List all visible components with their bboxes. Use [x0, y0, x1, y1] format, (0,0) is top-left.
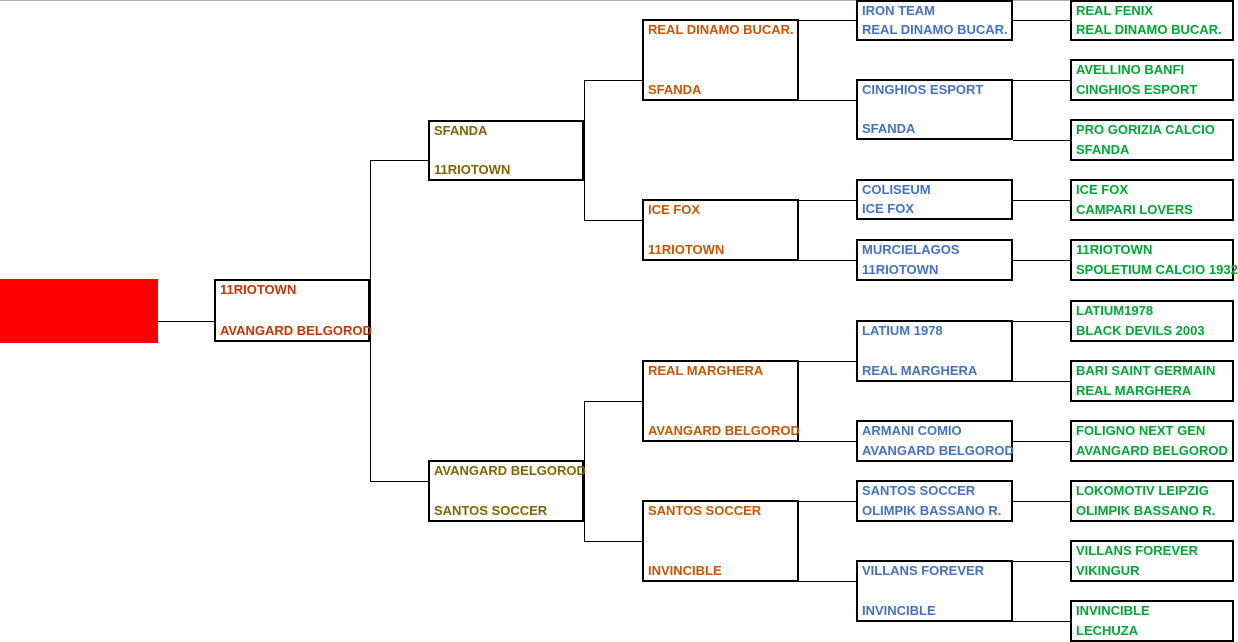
team-name: VILLANS FOREVER	[1076, 543, 1199, 558]
quarterfinals-match: REAL MARGHERA AVANGARD BELGOROD	[642, 360, 800, 442]
round-of-16-match: MURCIELAGOS 11RIOTOWN	[856, 239, 1013, 281]
team-name: 11RIOTOWN	[434, 162, 511, 177]
team-name: IRON TEAM	[862, 3, 935, 18]
round-of-16-match: CINGHIOS ESPORT SFANDA	[856, 79, 1013, 140]
round-of-32-match: 11RIOTOWN SPOLETIUM CALCIO 1932	[1070, 239, 1238, 281]
team-name: REAL DINAMO BUCAR.	[1076, 22, 1222, 37]
team-name: REAL FENIX	[1076, 3, 1154, 18]
team-name: INVINCIBLE	[862, 603, 936, 618]
quarterfinals-match: SANTOS SOCCER INVINCIBLE	[642, 500, 799, 582]
round-of-16-match: ARMANI COMIO AVANGARD BELGOROD	[856, 420, 1014, 462]
team-name: SFANDA	[434, 123, 488, 138]
team-name: ICE FOX	[648, 202, 701, 217]
team-name: OLIMPIK BASSANO R.	[862, 503, 1002, 518]
team-name: SFANDA	[862, 121, 916, 136]
team-name: LATIUM1978	[1076, 303, 1154, 318]
round-of-16-match: IRON TEAM REAL DINAMO BUCAR.	[856, 0, 1013, 41]
semifinals-match: SFANDA 11RIOTOWN	[428, 120, 584, 181]
top-divider	[0, 0, 1232, 1]
team-name: ICE FOX	[862, 201, 915, 216]
team-name: 11RIOTOWN	[220, 282, 297, 297]
team-name: REAL DINAMO BUCAR.	[862, 22, 1008, 37]
round-of-32-match: BARI SAINT GERMAIN REAL MARGHERA	[1070, 360, 1234, 402]
team-name: LATIUM 1978	[862, 323, 943, 338]
semifinals-match: AVANGARD BELGOROD SANTOS SOCCER	[428, 460, 586, 522]
team-name: CAMPARI LOVERS	[1076, 202, 1193, 217]
quarterfinals-match: REAL DINAMO BUCAR. SFANDA	[642, 19, 799, 101]
quarterfinals-match: ICE FOX 11RIOTOWN	[642, 199, 799, 261]
round-of-32-match: FOLIGNO NEXT GEN AVANGARD BELGOROD	[1070, 420, 1234, 462]
team-name: CINGHIOS ESPORT	[1076, 82, 1198, 97]
round-of-16-match: VILLANS FOREVER INVINCIBLE	[856, 560, 1013, 622]
team-name: ARMANI COMIO	[862, 423, 962, 438]
team-name: SPOLETIUM CALCIO 1932	[1076, 262, 1238, 277]
team-name: SFANDA	[648, 82, 702, 97]
team-name: VIKINGUR	[1076, 563, 1140, 578]
round-of-32-match: ICE FOX CAMPARI LOVERS	[1070, 179, 1234, 221]
round-of-32-match: PRO GORIZIA CALCIO SFANDA	[1070, 119, 1234, 161]
team-name: FOLIGNO NEXT GEN	[1076, 423, 1206, 438]
team-name: AVANGARD BELGOROD	[648, 423, 800, 438]
team-name: 11RIOTOWN	[862, 262, 939, 277]
team-name: SANTOS SOCCER	[862, 483, 976, 498]
team-name: INVINCIBLE	[648, 563, 722, 578]
team-name: VILLANS FOREVER	[862, 563, 985, 578]
team-name: COLISEUM	[862, 182, 931, 197]
round-of-32-match: REAL FENIX REAL DINAMO BUCAR.	[1070, 0, 1234, 41]
team-name: ICE FOX	[1076, 182, 1129, 197]
team-name: MURCIELAGOS	[862, 242, 960, 257]
team-name: REAL MARGHERA	[862, 363, 978, 378]
round-of-32-match: INVINCIBLE LECHUZA	[1070, 600, 1234, 642]
team-name: AVELLINO BANFI	[1076, 62, 1185, 77]
team-name: INVINCIBLE	[1076, 603, 1150, 618]
round-of-16-match: SANTOS SOCCER OLIMPIK BASSANO R.	[856, 480, 1013, 522]
team-name: LECHUZA	[1076, 623, 1139, 638]
team-name: REAL MARGHERA	[648, 363, 764, 378]
team-name: AVANGARD BELGOROD	[862, 443, 1014, 458]
team-name: CINGHIOS ESPORT	[862, 82, 984, 97]
team-name: OLIMPIK BASSANO R.	[1076, 503, 1216, 518]
team-name: AVANGARD BELGOROD	[434, 463, 586, 478]
team-name: LOKOMOTIV LEIPZIG	[1076, 483, 1209, 498]
team-name: BARI SAINT GERMAIN	[1076, 363, 1216, 378]
round-of-16-match: COLISEUM ICE FOX	[856, 179, 1013, 220]
team-name: SFANDA	[1076, 142, 1130, 157]
round-of-32-match: LOKOMOTIV LEIPZIG OLIMPIK BASSANO R.	[1070, 480, 1234, 522]
team-name: AVANGARD BELGOROD	[1076, 443, 1228, 458]
final-match: 11RIOTOWN AVANGARD BELGOROD	[214, 279, 372, 342]
team-name: 11RIOTOWN	[1076, 242, 1153, 257]
champion-slot	[0, 279, 158, 343]
round-of-32-match: VILLANS FOREVER VIKINGUR	[1070, 540, 1234, 582]
team-name: SANTOS SOCCER	[434, 503, 548, 518]
team-name: PRO GORIZIA CALCIO	[1076, 122, 1215, 137]
team-name: BLACK DEVILS 2003	[1076, 323, 1205, 338]
team-name: 11RIOTOWN	[648, 242, 725, 257]
team-name: AVANGARD BELGOROD	[220, 323, 372, 338]
team-name: REAL DINAMO BUCAR.	[648, 22, 794, 37]
round-of-32-match: AVELLINO BANFI CINGHIOS ESPORT	[1070, 59, 1234, 101]
team-name: REAL MARGHERA	[1076, 383, 1192, 398]
team-name: SANTOS SOCCER	[648, 503, 762, 518]
